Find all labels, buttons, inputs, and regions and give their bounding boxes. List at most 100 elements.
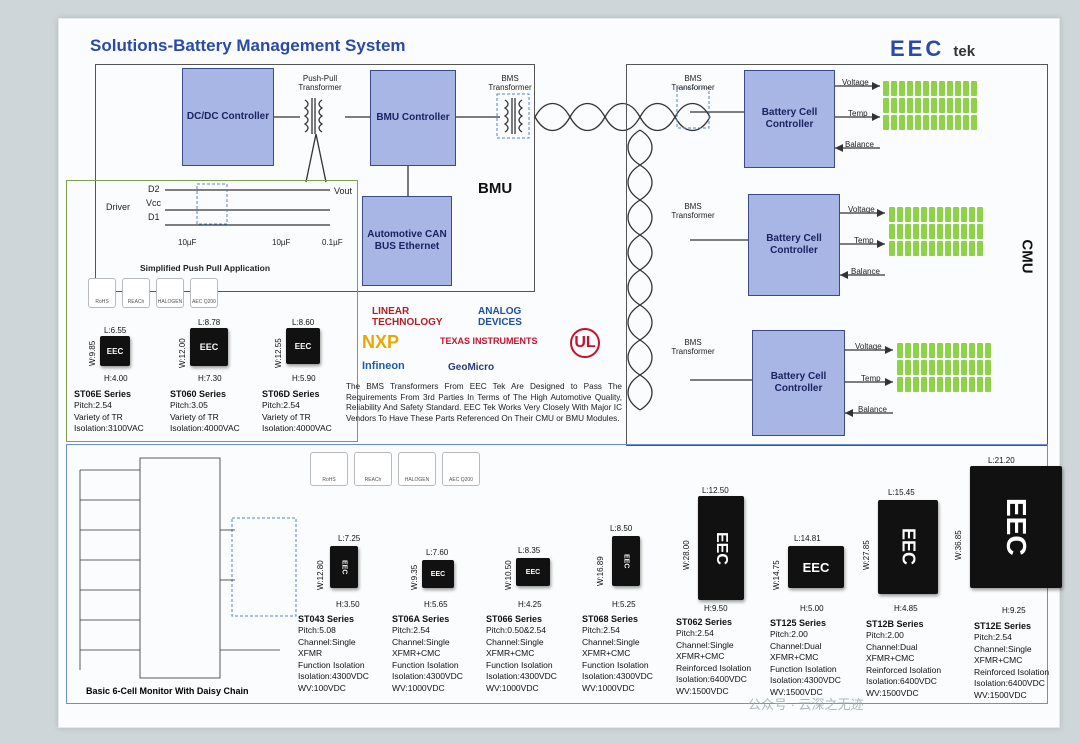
st066-line-4: Function Isolation: [486, 659, 553, 670]
logo-suffix: tek: [953, 43, 976, 60]
st125-name: ST125 Series: [770, 618, 827, 628]
st06d-length: L:8.60: [292, 318, 315, 327]
st12b-line-1: Pitch:2.00: [866, 630, 904, 641]
st12e-chip: EEC: [970, 466, 1062, 588]
st068-line-4: Function Isolation: [582, 659, 649, 670]
st06a-length: L:7.60: [426, 548, 449, 557]
st060-chip: EEC: [190, 328, 228, 366]
aec-q200-badge-large: AEC Q200: [442, 452, 480, 486]
st060-name: ST060 Series: [170, 389, 227, 399]
battery-cells-3: [896, 342, 996, 393]
balance-label-2: Balance: [851, 267, 880, 276]
st062-name: ST062 Series: [676, 617, 733, 627]
ul-logo: UL: [570, 328, 600, 358]
st12b-line-6: WV:1500VDC: [866, 687, 919, 698]
aec-q200-badge: AEC Q200: [190, 278, 218, 308]
st068-chip: EEC: [612, 536, 640, 586]
st06d-width: W:12.55: [274, 338, 283, 368]
bms-transformer-label-bmu: BMS Transformer: [488, 74, 532, 93]
st06a-line-6: WV:1000VDC: [392, 682, 445, 693]
balance-label-3: Balance: [858, 405, 887, 414]
st066-width: W:10.50: [504, 560, 513, 590]
st06e-length: L:6.55: [104, 326, 127, 335]
st06a-chip: EEC: [422, 560, 454, 588]
st043-line-4: Function Isolation: [298, 659, 365, 670]
nxp-logo: NXP: [362, 332, 400, 352]
texas-instruments-logo: TEXAS INSTRUMENTS: [440, 336, 538, 346]
reach-badge-large: REACh: [354, 452, 392, 486]
st066-line-6: WV:1000VDC: [486, 682, 539, 693]
battery-cells-1: [882, 80, 982, 131]
st066-line-3: XFMR+CMC: [486, 648, 535, 659]
st068-line-6: WV:1000VDC: [582, 682, 635, 693]
halogen-badge: HALOGEN: [156, 278, 184, 308]
daisy-chain-schematic: [79, 457, 280, 679]
bms-transformer-label-3: BMS Transformer: [671, 338, 715, 357]
st125-line-5: Isolation:4300VDC: [770, 675, 841, 686]
st125-length: L:14.81: [794, 534, 821, 543]
st060-length: L:8.78: [198, 318, 221, 327]
st062-line-4: Reinforced Isolation: [676, 662, 752, 673]
st06d-line-1: Pitch:2.54: [262, 400, 300, 411]
temp-label-3: Temp: [861, 374, 881, 383]
st12e-line-5: Isolation:6400VDC: [974, 678, 1045, 689]
st043-line-6: WV:100VDC: [298, 682, 346, 693]
st12b-line-4: Reinforced Isolation: [866, 664, 942, 675]
st12e-height: H:9.25: [1002, 606, 1026, 615]
st062-length: L:12.50: [702, 486, 729, 495]
st062-line-6: WV:1500VDC: [676, 685, 729, 696]
st068-width: W:16.89: [596, 556, 605, 586]
st066-length: L:8.35: [518, 546, 541, 555]
st06e-line-3: Isolation:3100VAC: [74, 423, 144, 434]
st12e-name: ST12E Series: [974, 621, 1032, 631]
st125-line-4: Function Isolation: [770, 663, 837, 674]
st12b-chip-mark: EEC: [898, 528, 919, 566]
st068-line-1: Pitch:2.54: [582, 625, 620, 636]
st062-line-5: Isolation:6400VDC: [676, 674, 747, 685]
st068-line-3: XFMR+CMC: [582, 648, 631, 659]
st043-line-3: XFMR: [298, 648, 323, 659]
st06d-height: H:5.90: [292, 374, 316, 383]
daisy-chain-caption: Basic 6-Cell Monitor With Daisy Chain: [86, 686, 249, 696]
cmu-frame: [626, 64, 1048, 446]
st06a-line-2: Channel:Single: [392, 636, 450, 647]
st043-line-2: Channel:Single: [298, 636, 356, 647]
st12e-width: W:36.85: [954, 530, 963, 560]
st06e-height: H:4.00: [104, 374, 128, 383]
st068-line-5: Isolation:4300VDC: [582, 671, 653, 682]
st043-line-5: Isolation:4300VDC: [298, 671, 369, 682]
st12b-name: ST12B Series: [866, 619, 924, 629]
st12b-chip: EEC: [878, 500, 938, 594]
rohs-badge-large: RoHS: [310, 452, 348, 486]
st12b-line-5: Isolation:6400VDC: [866, 676, 937, 687]
battery-cell-controller-1: Battery Cell Controller: [744, 70, 835, 168]
rohs-badge: RoHS: [88, 278, 116, 308]
analog-devices-logo: ANALOG DEVICES: [478, 306, 522, 328]
driver-label: Driver: [106, 202, 130, 212]
st068-height: H:5.25: [612, 600, 636, 609]
st060-line-1: Pitch:3.05: [170, 400, 208, 411]
watermark: 公众号 · 云深之无迹: [748, 697, 864, 712]
st125-chip: EEC: [788, 546, 844, 588]
st043-width: W:12.80: [316, 560, 325, 590]
push-pull-transformer-label: Push-Pull Transformer: [298, 74, 342, 93]
dcdc-controller-block: DC/DC Controller: [182, 68, 274, 166]
st12e-line-6: WV:1500VDC: [974, 689, 1027, 700]
st043-height: H:3.50: [336, 600, 360, 609]
st066-line-1: Pitch:0.50&2.54: [486, 625, 547, 636]
st06a-name: ST06A Series: [392, 614, 450, 624]
st062-line-2: Channel:Single: [676, 639, 734, 650]
reach-badge: REACh: [122, 278, 150, 308]
st043-name: ST043 Series: [298, 614, 355, 624]
st125-line-6: WV:1500VDC: [770, 686, 823, 697]
st060-line-2: Variety of TR: [170, 411, 219, 422]
st062-width: W:28.00: [682, 540, 691, 570]
